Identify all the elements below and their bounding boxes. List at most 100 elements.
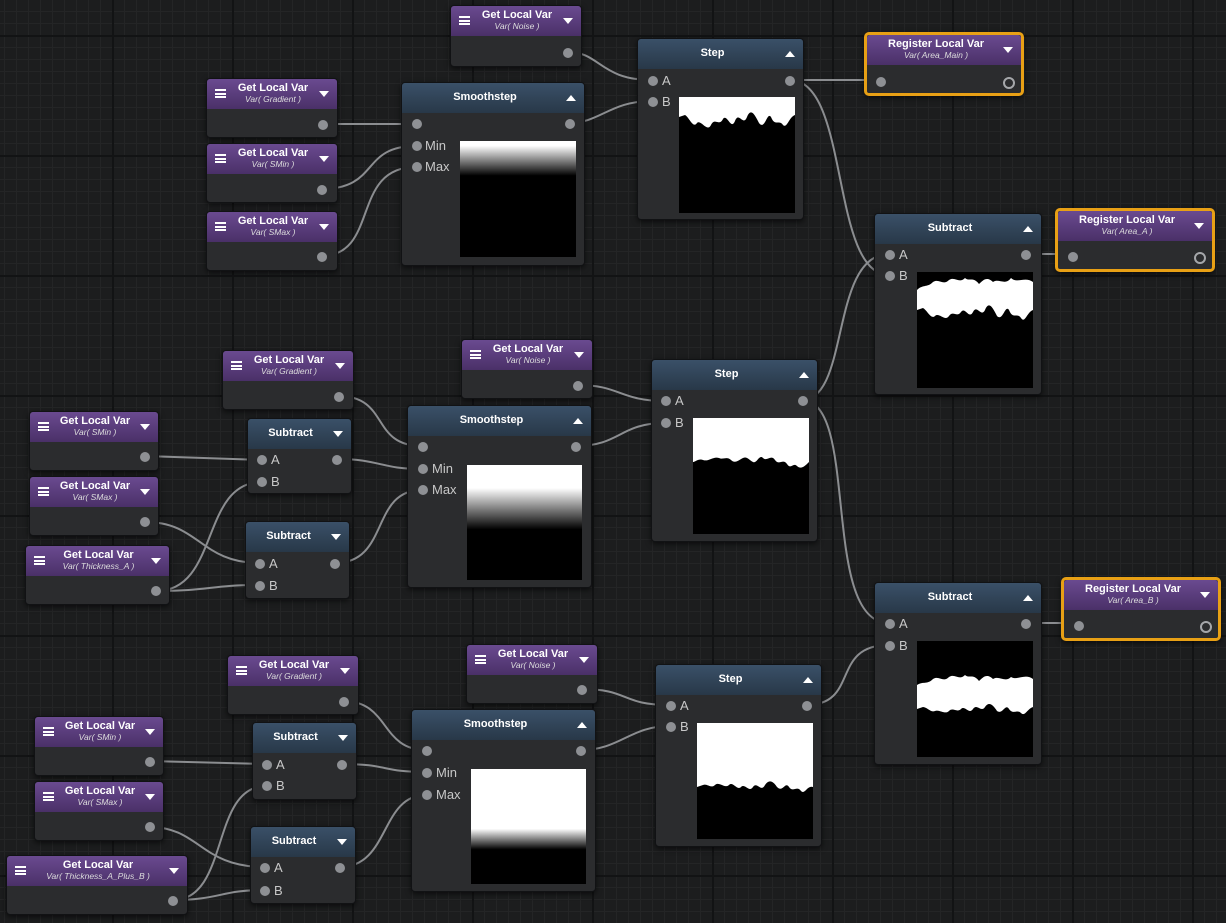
output-port[interactable] xyxy=(140,517,150,527)
chevron-down-icon[interactable] xyxy=(319,91,329,97)
chevron-down-icon[interactable] xyxy=(1194,223,1204,229)
get-local-var-node[interactable]: Get Local Var Var( Thickness_A_Plus_B ) xyxy=(6,855,188,915)
get-local-var-node[interactable]: Get Local Var Var( Gradient ) xyxy=(227,655,359,715)
chevron-up-icon[interactable] xyxy=(1023,595,1033,601)
output-port[interactable] xyxy=(1200,621,1212,633)
menu-icon[interactable] xyxy=(475,655,486,664)
menu-icon[interactable] xyxy=(215,222,226,231)
get-local-var-node[interactable]: Get Local Var Var( Gradient ) xyxy=(222,350,354,410)
menu-icon[interactable] xyxy=(43,727,54,736)
output-port[interactable] xyxy=(317,185,327,195)
a-port[interactable] xyxy=(661,396,671,406)
output-port[interactable] xyxy=(802,701,812,711)
input-port[interactable] xyxy=(1068,252,1078,262)
chevron-up-icon[interactable] xyxy=(803,677,813,683)
output-port[interactable] xyxy=(798,396,808,406)
output-port[interactable] xyxy=(563,48,573,58)
output-port[interactable] xyxy=(577,685,587,695)
chevron-down-icon[interactable] xyxy=(335,363,345,369)
menu-icon[interactable] xyxy=(231,361,242,370)
menu-icon[interactable] xyxy=(15,866,26,875)
chevron-down-icon[interactable] xyxy=(319,156,329,162)
output-port[interactable] xyxy=(573,381,583,391)
chevron-down-icon[interactable] xyxy=(319,224,329,230)
output-port[interactable] xyxy=(565,119,575,129)
output-port[interactable] xyxy=(145,757,155,767)
menu-icon[interactable] xyxy=(215,154,226,163)
output-port[interactable] xyxy=(785,76,795,86)
get-local-var-node[interactable]: Get Local Var Var( SMax ) xyxy=(206,211,338,271)
output-port[interactable] xyxy=(1021,250,1031,260)
chevron-down-icon[interactable] xyxy=(340,668,350,674)
input-port[interactable] xyxy=(418,442,428,452)
b-port[interactable] xyxy=(661,418,671,428)
min-port[interactable] xyxy=(422,768,432,778)
b-port[interactable] xyxy=(666,722,676,732)
get-local-var-node[interactable]: Get Local Var Var( SMax ) xyxy=(29,476,159,536)
get-local-var-node[interactable]: Get Local Var Var( Thickness_A ) xyxy=(25,545,170,605)
menu-icon[interactable] xyxy=(38,487,49,496)
get-local-var-node[interactable]: Get Local Var Var( Noise ) xyxy=(466,644,598,704)
output-port[interactable] xyxy=(318,120,328,130)
chevron-up-icon[interactable] xyxy=(799,372,809,378)
output-port[interactable] xyxy=(337,760,347,770)
max-port[interactable] xyxy=(418,485,428,495)
output-port[interactable] xyxy=(571,442,581,452)
chevron-down-icon[interactable] xyxy=(338,735,348,741)
input-port[interactable] xyxy=(422,746,432,756)
chevron-down-icon[interactable] xyxy=(563,18,573,24)
output-port[interactable] xyxy=(145,822,155,832)
subtract-node[interactable]: Subtract A B xyxy=(245,521,350,599)
menu-icon[interactable] xyxy=(236,666,247,675)
get-local-var-node[interactable]: Get Local Var Var( Noise ) xyxy=(450,5,582,67)
b-port[interactable] xyxy=(257,477,267,487)
b-port[interactable] xyxy=(260,886,270,896)
chevron-up-icon[interactable] xyxy=(785,51,795,57)
output-port[interactable] xyxy=(317,252,327,262)
chevron-down-icon[interactable] xyxy=(140,489,150,495)
get-local-var-node[interactable]: Get Local Var Var( SMax ) xyxy=(34,781,164,841)
smoothstep-node[interactable]: Smoothstep Min Max xyxy=(407,405,592,588)
step-node[interactable]: Step A B xyxy=(655,664,822,847)
chevron-down-icon[interactable] xyxy=(169,868,179,874)
subtract-node[interactable]: Subtract A B xyxy=(874,582,1042,765)
subtract-node[interactable]: Subtract A B xyxy=(874,213,1042,395)
chevron-down-icon[interactable] xyxy=(331,534,341,540)
register-local-var-node[interactable]: Register Local Var Var( Area_B ) xyxy=(1061,577,1221,641)
chevron-up-icon[interactable] xyxy=(1023,226,1033,232)
b-port[interactable] xyxy=(648,97,658,107)
step-node[interactable]: Step A B xyxy=(651,359,818,542)
get-local-var-node[interactable]: Get Local Var Var( SMin ) xyxy=(34,716,164,776)
output-port[interactable] xyxy=(330,559,340,569)
chevron-down-icon[interactable] xyxy=(151,558,161,564)
chevron-up-icon[interactable] xyxy=(573,418,583,424)
input-port[interactable] xyxy=(876,77,886,87)
get-local-var-node[interactable]: Get Local Var Var( SMin ) xyxy=(206,143,338,203)
get-local-var-node[interactable]: Get Local Var Var( Gradient ) xyxy=(206,78,338,138)
output-port[interactable] xyxy=(335,863,345,873)
chevron-down-icon[interactable] xyxy=(1200,592,1210,598)
get-local-var-node[interactable]: Get Local Var Var( Noise ) xyxy=(461,339,593,399)
a-port[interactable] xyxy=(648,76,658,86)
a-port[interactable] xyxy=(262,760,272,770)
output-port[interactable] xyxy=(1021,619,1031,629)
output-port[interactable] xyxy=(332,455,342,465)
menu-icon[interactable] xyxy=(470,350,481,359)
output-port[interactable] xyxy=(1003,77,1015,89)
menu-icon[interactable] xyxy=(215,89,226,98)
a-port[interactable] xyxy=(885,619,895,629)
chevron-down-icon[interactable] xyxy=(574,352,584,358)
chevron-down-icon[interactable] xyxy=(145,729,155,735)
smoothstep-node[interactable]: Smoothstep Min Max xyxy=(411,709,596,892)
output-port[interactable] xyxy=(334,392,344,402)
menu-icon[interactable] xyxy=(459,16,470,25)
min-port[interactable] xyxy=(418,464,428,474)
menu-icon[interactable] xyxy=(34,556,45,565)
subtract-node[interactable]: Subtract A B xyxy=(247,418,352,494)
subtract-node[interactable]: Subtract A B xyxy=(250,826,356,904)
chevron-down-icon[interactable] xyxy=(1003,47,1013,53)
register-local-var-node[interactable]: Register Local Var Var( Area_A ) xyxy=(1055,208,1215,272)
output-port[interactable] xyxy=(576,746,586,756)
b-port[interactable] xyxy=(885,641,895,651)
